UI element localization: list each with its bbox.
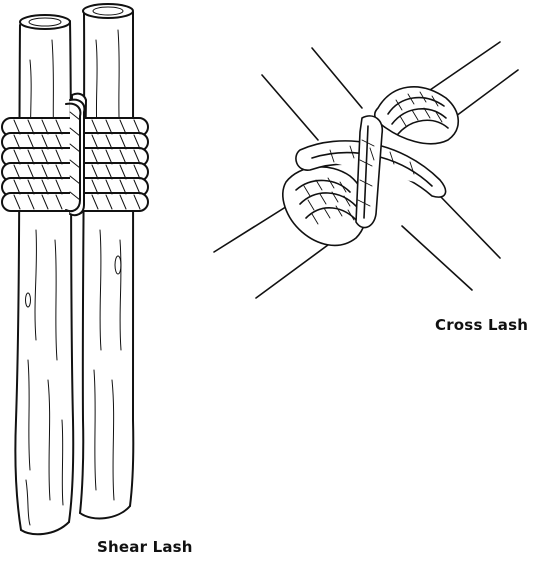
shear-lash-rope	[1, 92, 149, 217]
shear-lash-illustration	[1, 3, 149, 536]
shear-lash-label: Shear Lash	[97, 538, 193, 556]
left-pole	[14, 14, 75, 536]
cross-lash-label: Cross Lash	[435, 316, 529, 334]
cross-lash-illustration	[213, 41, 519, 299]
cross-lash-rope	[282, 86, 460, 247]
right-pole	[25, 3, 135, 520]
diagonal-pole-b	[261, 47, 501, 291]
